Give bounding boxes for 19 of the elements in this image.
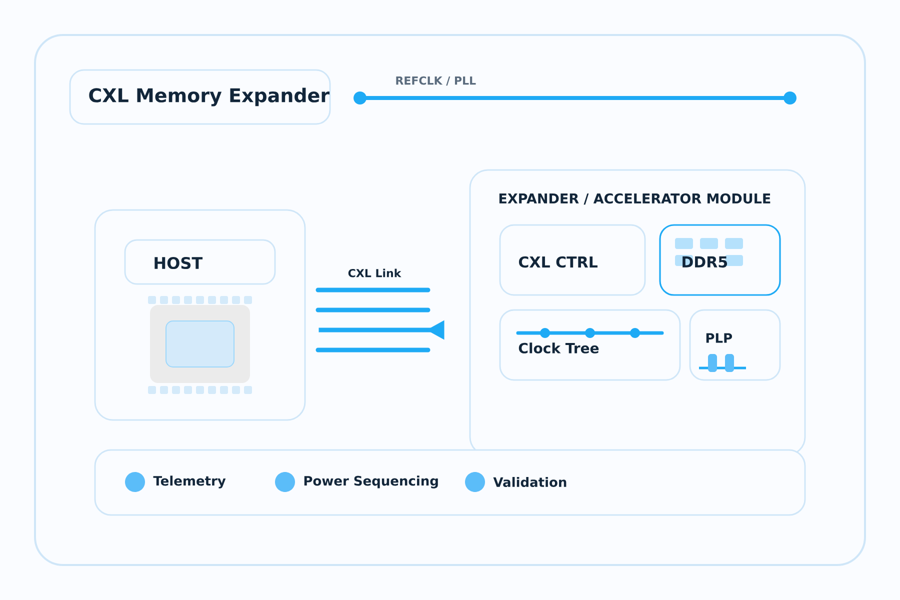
signal-label: REFCLK / PLL [396, 76, 476, 86]
feature-label: Power Sequencing [304, 476, 438, 488]
edge-label: CXL Link [348, 268, 402, 278]
feature-label: Telemetry [153, 476, 226, 488]
controller-box [499, 224, 646, 296]
box-label: PLP [706, 333, 732, 343]
box-label: CXL Memory Expander [89, 88, 330, 106]
plp-box [689, 309, 781, 381]
box-label: Clock Tree [518, 342, 599, 354]
clock-tree-box [499, 309, 681, 381]
feature-label: Validation [493, 476, 566, 488]
title-box [69, 69, 331, 125]
memory-box [659, 224, 781, 296]
box-label: DDR5 [682, 256, 728, 268]
box-label: EXPANDER / ACCELERATOR MODULE [499, 193, 770, 205]
box-label: CXL CTRL [518, 256, 598, 268]
host-box [124, 239, 276, 285]
box-label: HOST [154, 256, 203, 270]
feature-band [94, 449, 806, 516]
